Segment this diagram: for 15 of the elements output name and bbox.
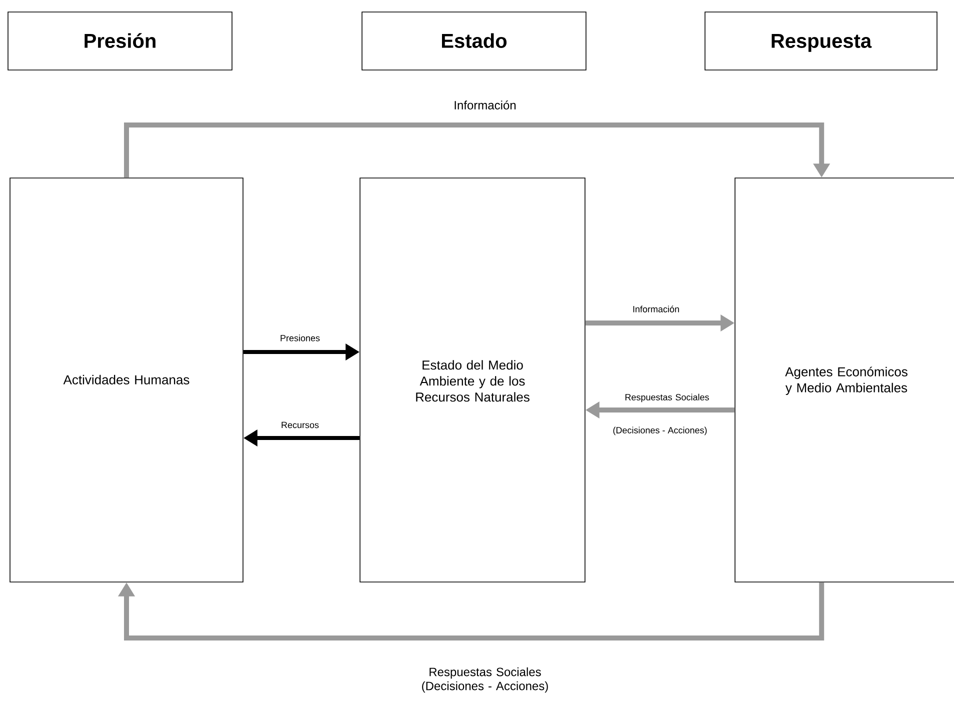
process-box: Actividades Humanas [10,178,244,582]
edge-label: Información [454,100,516,110]
process-box: Estado del Medio Ambiente y de los Recursos Naturales [360,178,586,582]
header-box: Presión [8,12,232,70]
header-box: Respuesta [704,12,938,70]
edge-label: Recursos [282,422,319,428]
edge-label: Información [633,306,679,312]
process-box: Agentes Económicos y Medio Ambientales [734,178,954,582]
edge-label: Presiones [280,334,320,342]
arrow [118,582,824,640]
edge-label: Respuestas Sociales (Decisiones - Acciones) [422,667,548,693]
arrow [124,122,830,178]
edge-label: Respuestas Sociales [625,394,709,402]
note-label: (Decisiones - Acciones) [613,426,707,436]
header-box: Estado [362,12,586,70]
